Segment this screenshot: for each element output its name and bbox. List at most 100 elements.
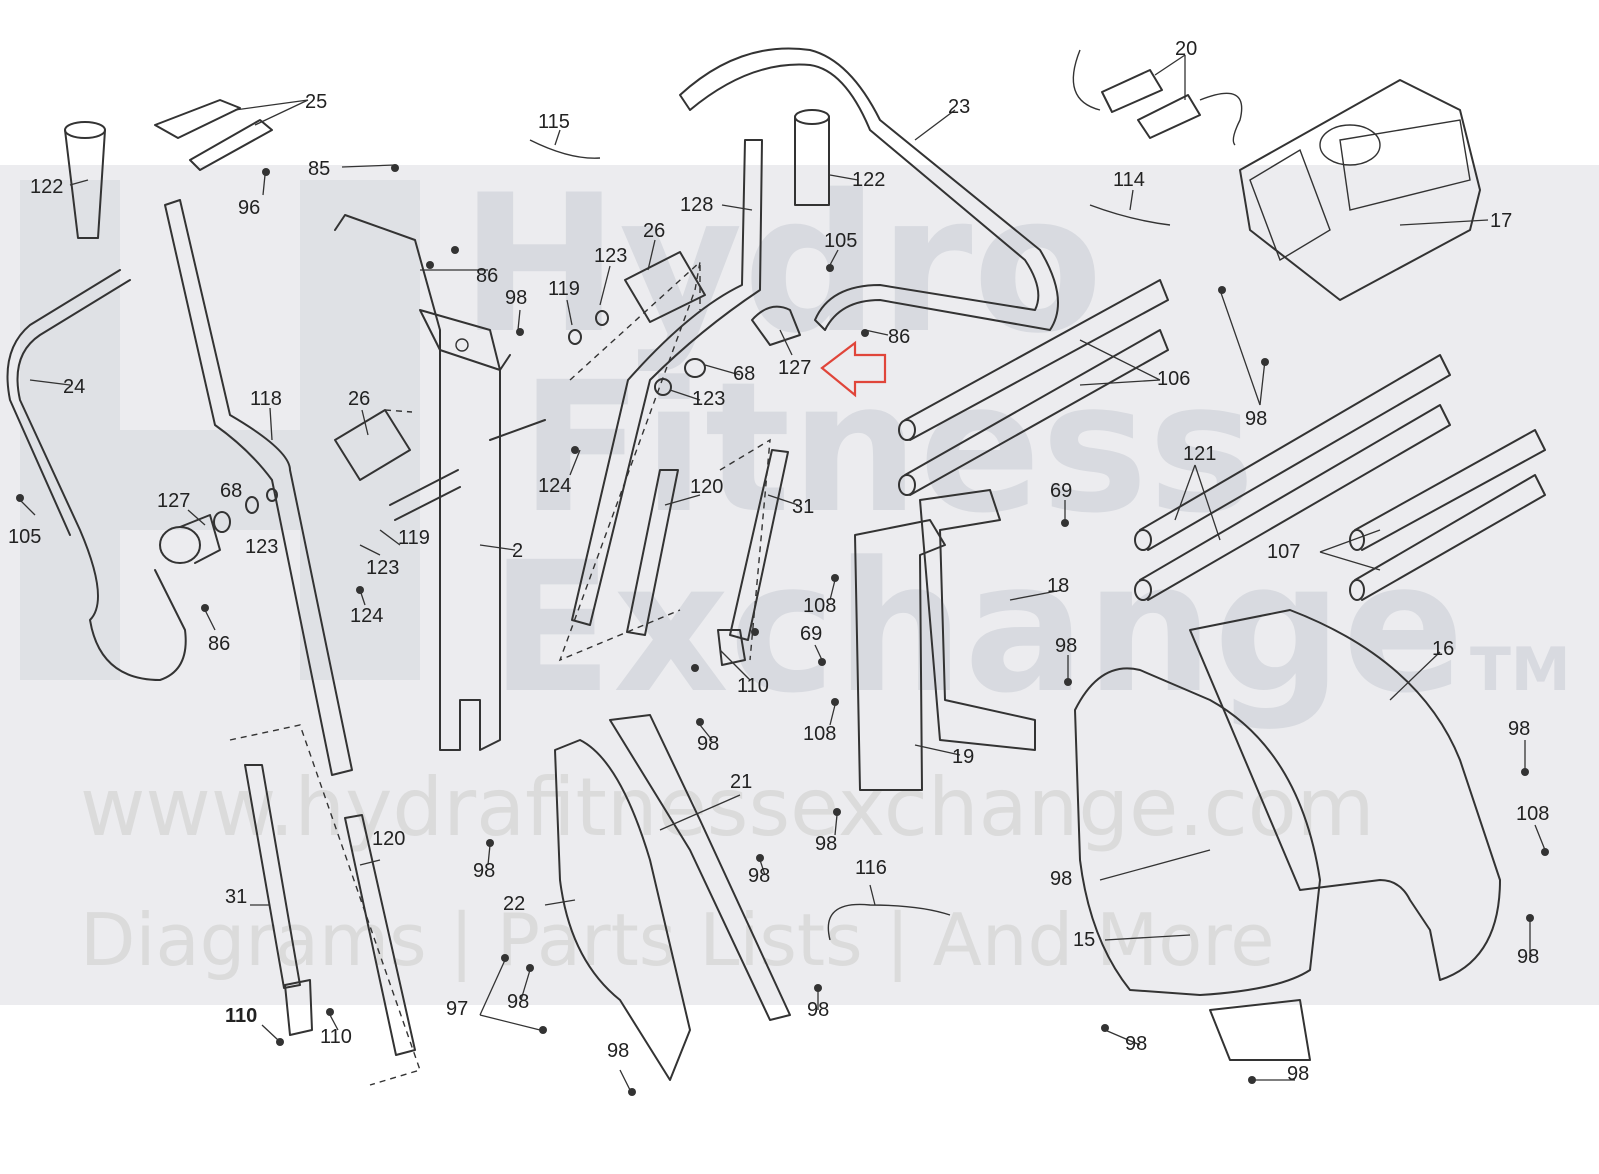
part-31-upright-left [244, 764, 313, 1036]
watermark-line1: Hydro [460, 154, 1103, 375]
callout-105-right: 105 [824, 230, 857, 252]
callout-123-mid: 123 [366, 557, 399, 579]
callout-106: 106 [1157, 368, 1190, 390]
callout-31-left: 31 [225, 886, 247, 908]
callout-96: 96 [238, 197, 260, 219]
callout-128: 128 [680, 194, 713, 216]
callout-98-base-right: 98 [1287, 1063, 1309, 1085]
callout-124-right: 124 [538, 475, 571, 497]
part-31-upright-right [717, 449, 789, 666]
part-15-front-shroud [1074, 667, 1321, 1061]
part-120-tube-upper [626, 469, 679, 636]
watermark-tagline: Diagrams | Parts Lists | And More [80, 898, 1275, 983]
callout-98: 98 [505, 287, 527, 309]
part-114-wire [1089, 204, 1171, 226]
callout-98-cover-top: 98 [697, 733, 719, 755]
callout-98-base: 98 [1125, 1033, 1147, 1055]
callout-116: 116 [855, 857, 887, 879]
part-121-tubes [1134, 354, 1451, 601]
callout-123-right: 123 [692, 388, 725, 410]
callout-119: 119 [548, 278, 580, 300]
callout-86-right: 86 [888, 326, 910, 348]
callout-108-lower: 108 [803, 723, 836, 745]
callout-17: 17 [1490, 210, 1512, 232]
watermark-tm: TM [1470, 635, 1571, 705]
watermark-band [0, 165, 1599, 1005]
callout-98-front: 98 [1050, 868, 1072, 890]
callout-86-left: 86 [208, 633, 230, 655]
callout-98-cover-left: 98 [473, 860, 495, 882]
callout-97: 97 [446, 998, 468, 1020]
callout-98-shroud: 98 [1508, 718, 1530, 740]
part-116-power-cord [827, 903, 951, 941]
callout-69: 69 [1050, 480, 1072, 502]
callout-110-right: 110 [737, 675, 769, 697]
part-20-grip-sensors [1072, 49, 1243, 146]
callout-18: 18 [1047, 575, 1069, 597]
watermark-logo-mark [20, 180, 420, 680]
callout-107: 107 [1267, 541, 1300, 563]
callout-31-right: 31 [792, 496, 814, 518]
callout-2: 2 [512, 540, 523, 562]
part-118-upright [164, 199, 353, 776]
callout-119-mid: 119 [398, 527, 430, 549]
callout-127: 127 [157, 490, 190, 512]
callout-110-left: 110 [225, 1005, 257, 1027]
part-26-right-sleeve [624, 251, 706, 323]
watermark-line3: Exchange [490, 524, 1464, 733]
callout-114: 114 [1113, 169, 1145, 191]
callout-85: 85 [308, 158, 330, 180]
callout-98-cover-mid: 98 [748, 865, 770, 887]
callout-23: 23 [948, 96, 970, 118]
callout-121: 121 [1183, 443, 1216, 465]
part-115-wire [529, 139, 601, 159]
callout-98-cover-base: 98 [607, 1040, 629, 1062]
callout-21: 21 [730, 771, 752, 793]
callout-22: 22 [503, 893, 525, 915]
callout-120-upper: 120 [690, 476, 723, 498]
part-128-right-arm [571, 139, 763, 626]
callout-86: 86 [476, 265, 498, 287]
callout-127-highlighted: 127 [778, 357, 811, 379]
callout-108: 108 [803, 595, 836, 617]
callout-69-lower: 69 [800, 623, 822, 645]
dashed-assembly-box-right [719, 438, 771, 661]
part-19-front-panel [854, 519, 946, 791]
part-23-handlebar [679, 47, 1059, 331]
callout-98-cover-bottom: 98 [507, 991, 529, 1013]
callout-16: 16 [1432, 638, 1454, 660]
leader-lines [19, 54, 1546, 1091]
callout-122-right: 122 [852, 169, 885, 191]
callout-26: 26 [348, 388, 370, 410]
callout-110-lower: 110 [320, 1026, 352, 1048]
callout-98-console: 98 [1245, 408, 1267, 430]
dashed-assembly-box-left [229, 724, 421, 1086]
part-25-handle-cover [154, 99, 273, 171]
part-18-rear-panel [919, 489, 1036, 751]
callout-108-shroud: 108 [1516, 803, 1549, 825]
part-17-console [1239, 79, 1481, 301]
part-21-side-cover [609, 714, 791, 1021]
part-106-tubes [898, 279, 1169, 496]
part-2-main-frame [334, 214, 546, 751]
callout-24: 24 [63, 376, 85, 398]
callout-122: 122 [30, 176, 63, 198]
watermark-url: www.hydrafitnessexchange.com [80, 761, 1375, 854]
callout-115: 115 [538, 111, 570, 133]
callout-25: 25 [305, 91, 327, 113]
callout-26-right: 26 [643, 220, 665, 242]
callout-labels: 122 25 96 85 86 24 118 26 127 68 123 105… [8, 38, 1549, 1085]
part-24-left-arm [16, 279, 187, 681]
fasteners [16, 164, 1549, 1096]
watermark: Hydro Fitness Exchange TM www.hydrafitne… [20, 154, 1571, 983]
part-24-left-arm-edge [6, 269, 121, 536]
part-26-left-sleeve [334, 409, 413, 481]
callout-19: 19 [952, 746, 974, 768]
part-107-tubes [1349, 429, 1546, 601]
callout-120-lower: 120 [372, 828, 405, 850]
callout-123-upper: 123 [594, 245, 627, 267]
part-122-right-grip [794, 109, 830, 206]
callout-20: 20 [1175, 38, 1197, 60]
